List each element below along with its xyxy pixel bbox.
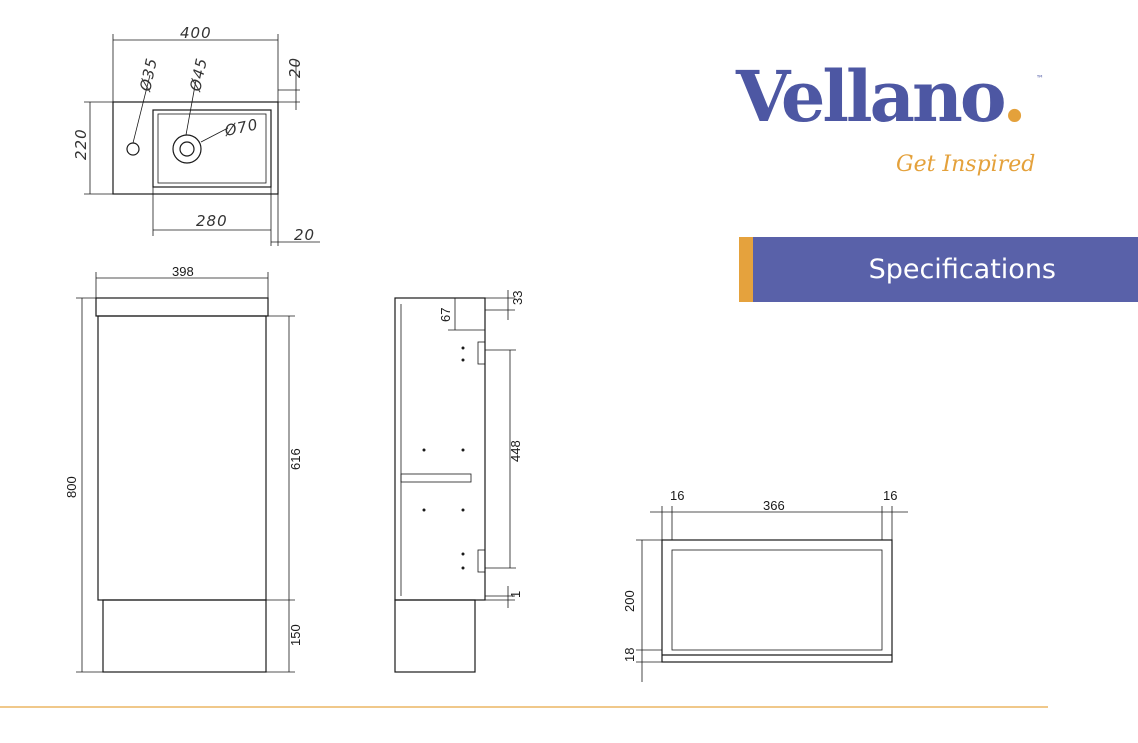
cabinet-plan-view: 16 366 16 200 18 [622,488,908,682]
dim-basin-width: 400 [180,24,212,42]
vellano-logo: Vellano. ™ Get Inspired [728,60,1058,200]
brand-tagline: Get Inspired [896,152,1036,177]
dim-basin-depth: 220 [72,128,90,160]
dim-top-offset: 33 [510,291,525,305]
dim-plan-base: 18 [622,648,637,662]
footer-divider [0,706,1048,708]
dim-basin-back: 20 [286,57,304,78]
dim-door-height: 616 [288,448,303,470]
dim-bottom-gap: 1 [508,591,523,598]
dim-plinth-height: 150 [288,624,303,646]
specifications-banner: Specifications [739,237,1138,302]
cabinet-front-view: 398 800 616 150 [64,264,303,673]
dim-top-gap: 67 [438,308,453,322]
basin-top-view: 400 20 220 280 20 Ø35 Ø45 Ø70 [72,24,320,246]
dim-waste-flange: Ø70 [222,115,260,140]
banner-accent-bar [739,237,753,302]
dim-bowl-width: 280 [196,212,228,230]
dim-plan-left: 16 [670,488,684,503]
dim-plan-internal: 366 [763,498,785,513]
dim-door-span: 448 [508,440,523,462]
dim-cabinet-width: 398 [172,264,194,279]
dim-cabinet-height: 800 [64,476,79,498]
banner-title: Specifications [868,254,1056,285]
dim-plan-right: 16 [883,488,897,503]
dim-basin-side: 20 [294,226,315,244]
trademark-symbol: ™ [1036,74,1044,83]
brand-wordmark: Vellano. [736,55,1027,138]
dim-waste-hole: Ø45 [186,56,211,94]
dim-plan-depth: 200 [622,590,637,612]
dim-tap-hole: Ø35 [136,56,161,94]
cabinet-side-view: 33 67 448 1 [394,290,525,673]
